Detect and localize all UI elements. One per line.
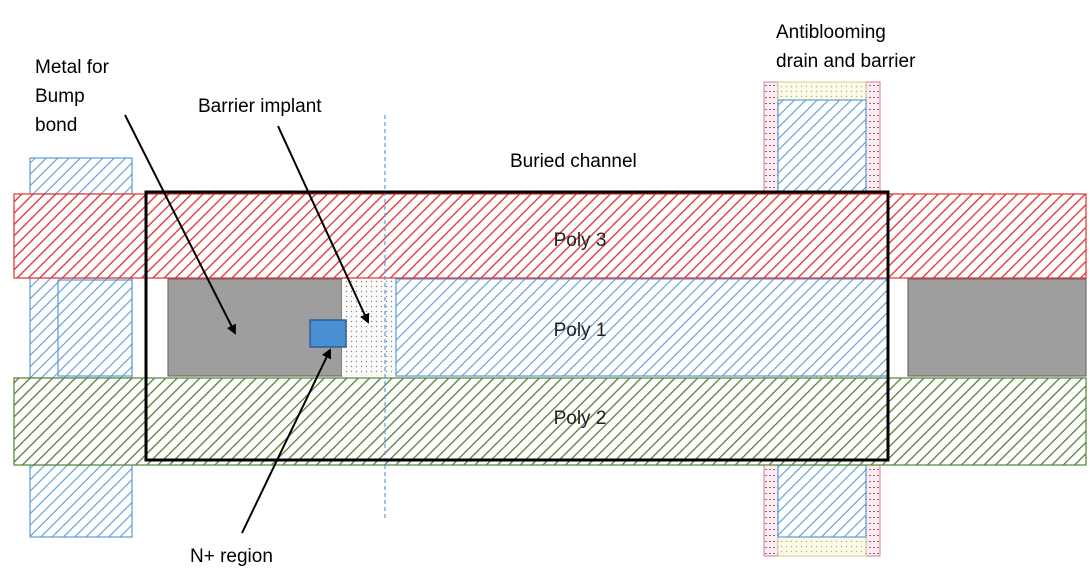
left-column-inner — [57, 279, 133, 377]
poly1-region — [395, 278, 889, 377]
antiblooming-drain-poly-top — [777, 99, 867, 195]
poly2-region — [13, 377, 1087, 466]
antiblooming-label-line1: Antiblooming — [776, 22, 886, 43]
metal-bump-label: Metal for Bump bond — [35, 57, 114, 136]
poly1-label: Poly 1 — [554, 320, 607, 341]
n-plus-arrow — [241, 348, 332, 534]
metal-bump-arrow — [124, 114, 236, 335]
buried-channel-label: Buried channel — [510, 151, 637, 172]
barrier-implant-label: Barrier implant — [198, 96, 322, 117]
left-column-bottom — [29, 464, 133, 538]
n-plus-region — [309, 319, 347, 348]
pixel-outline — [144, 190, 890, 462]
antiblooming-label: Antiblooming drain and barrier — [776, 22, 916, 72]
poly3-region — [13, 193, 1087, 279]
n-plus-label: N+ region — [190, 546, 273, 567]
left-column-top — [29, 157, 133, 195]
metal-bump-label-line3: bond — [35, 115, 77, 136]
antiblooming-drain-poly-bottom — [777, 464, 867, 538]
poly2-label: Poly 2 — [554, 408, 607, 429]
poly3-label: Poly 3 — [554, 230, 607, 251]
metal-bump-label-line1: Metal for — [35, 57, 110, 78]
barrier-implant-region — [342, 279, 396, 376]
metal-right-pad — [907, 278, 1087, 377]
barrier-implant-arrow — [277, 125, 370, 324]
antiblooming-label-line2: drain and barrier — [776, 51, 916, 72]
metal-bump-label-line2: Bump — [35, 86, 85, 107]
